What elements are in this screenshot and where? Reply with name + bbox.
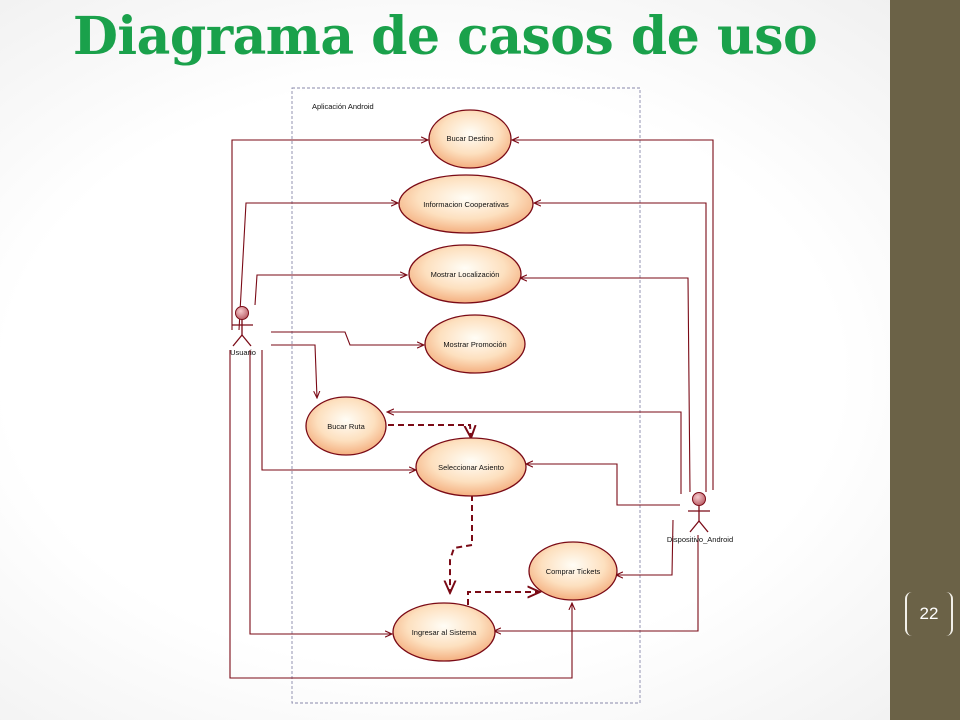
use-case-seleccionar-asiento[interactable]: Seleccionar Asiento [415, 437, 527, 497]
use-case-buscar-ruta[interactable]: Bucar Ruta [305, 396, 387, 456]
use-case-buscar-destino[interactable]: Bucar Destino [428, 109, 512, 169]
page-number: 22 [905, 592, 953, 636]
actor-label: Dispositivo_Android [667, 535, 733, 544]
actor-label: Usuario [230, 348, 256, 357]
system-boundary [291, 87, 641, 704]
stick-figure-actor-icon [232, 306, 253, 347]
use-case-label: Bucar Ruta [327, 422, 365, 431]
actor-usuario[interactable]: Usuario [230, 306, 256, 358]
use-case-label: Informacion Cooperativas [423, 200, 509, 209]
decorative-sidebar [890, 0, 960, 720]
slide-title: Diagrama de casos de uso [72, 6, 818, 67]
dispositivo-associations [387, 140, 714, 631]
use-case-diagram: Aplicación Android Bucar Destino Informa… [229, 87, 733, 704]
use-case-label: Bucar Destino [446, 134, 493, 143]
use-case-ingresar-sistema[interactable]: Ingresar al Sistema [392, 602, 496, 662]
use-case-comprar-tickets[interactable]: Comprar Tickets [528, 541, 618, 601]
use-case-label: Mostrar Localización [431, 270, 500, 279]
use-case-label: Comprar Tickets [546, 567, 601, 576]
use-case-label: Ingresar al Sistema [412, 628, 477, 637]
use-case-label: Seleccionar Asiento [438, 463, 504, 472]
system-boundary-label: Aplicación Android [312, 102, 374, 111]
dependency-arrows [388, 424, 540, 605]
use-case-label: Mostrar Promoción [443, 340, 506, 349]
actor-dispositivo-android[interactable]: Dispositivo_Android [667, 492, 733, 545]
use-case-mostrar-localizacion[interactable]: Mostrar Localización [408, 244, 522, 304]
stick-figure-actor-icon [688, 492, 710, 533]
usuario-associations [229, 140, 572, 679]
use-case-informacion-cooperativas[interactable]: Informacion Cooperativas [398, 174, 534, 234]
use-case-mostrar-promocion[interactable]: Mostrar Promoción [424, 314, 526, 374]
